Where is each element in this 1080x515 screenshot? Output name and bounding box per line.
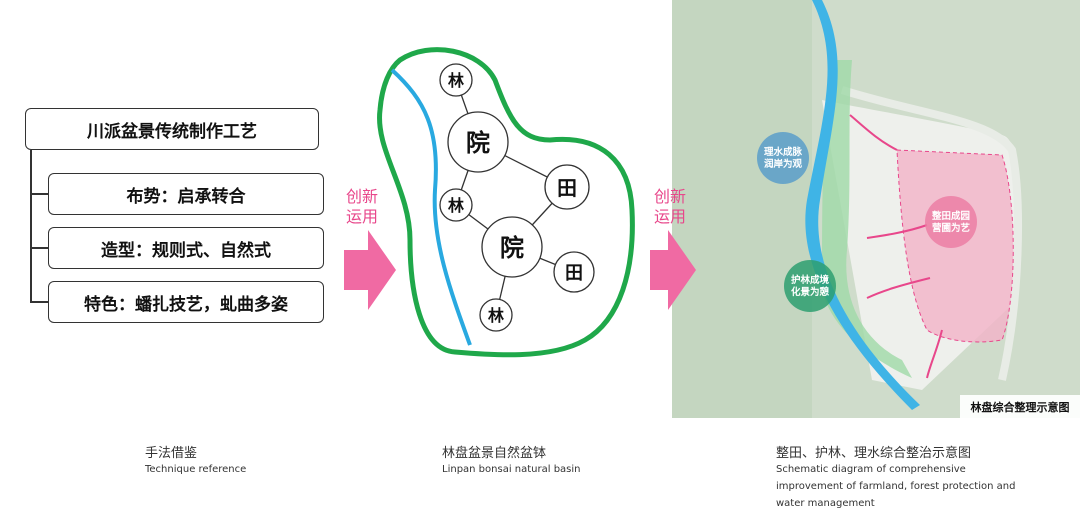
caption-cn: 林盘盆景自然盆钵: [442, 446, 547, 461]
arrow-right-icon: [344, 230, 396, 310]
arrow-label: 创新运用: [654, 187, 686, 227]
map-label: 护林成境: [791, 274, 830, 286]
arrow-label-line: 创新: [654, 187, 687, 206]
node-label: 院: [500, 234, 524, 262]
forest-zone: [822, 60, 912, 378]
item-box: 造型：规则式、自然式: [48, 227, 324, 269]
bracket-line: [30, 150, 32, 302]
arrow-label-line: 运用: [654, 207, 687, 226]
item-box: 特色：蟠扎技艺，虬曲多姿: [48, 281, 324, 323]
node-label: 林: [448, 71, 464, 90]
bracket-tick: [30, 301, 48, 303]
caption-en: Linpan bonsai natural basin: [442, 464, 581, 475]
map-label: 营圃为艺: [932, 222, 971, 234]
map-badge: 林盘综合整理示意图: [971, 400, 1070, 414]
title-box: 川派盆景传统制作工艺: [25, 108, 319, 150]
caption-line: Schematic diagram of comprehensive: [776, 464, 966, 475]
caption-cn: 整田、护林、理水综合整治示意图: [776, 446, 972, 461]
caption-en: Schematic diagram of comprehensive impro…: [776, 461, 1015, 512]
arrow-label: 创新运用: [346, 187, 378, 227]
arrow-right-icon: [650, 230, 696, 310]
bracket-tick: [30, 247, 48, 249]
node-label: 林: [488, 306, 504, 325]
caption-cn: 手法借鉴: [145, 446, 198, 461]
node-label: 林: [448, 196, 464, 215]
arrow-label-line: 创新: [346, 187, 379, 206]
bracket-tick: [30, 193, 48, 195]
item-box: 布势：启承转合: [48, 173, 324, 215]
map-label: 化景为憩: [791, 286, 830, 298]
river: [805, 0, 920, 410]
node-label: 田: [565, 263, 583, 284]
arrow-label-line: 运用: [346, 207, 379, 226]
linpan-diagram: 林 院 林 田 院 田 林: [377, 47, 635, 358]
map-label: 理水成脉: [764, 146, 803, 158]
caption-line: improvement of farmland, forest protecti…: [776, 481, 1016, 492]
caption-en: Technique reference: [145, 464, 247, 475]
node-label: 院: [466, 129, 490, 157]
river-line: [390, 68, 472, 346]
site-map: 理水成脉 润岸为观 整田成园 营圃为艺 护林成境 化景为憩 林盘综合整理示意图: [672, 0, 1080, 418]
caption-line: water management: [776, 498, 875, 509]
node-label: 田: [557, 176, 577, 200]
road: [840, 86, 1022, 381]
map-label: 整田成园: [931, 210, 970, 222]
map-label: 润岸为观: [764, 158, 803, 170]
